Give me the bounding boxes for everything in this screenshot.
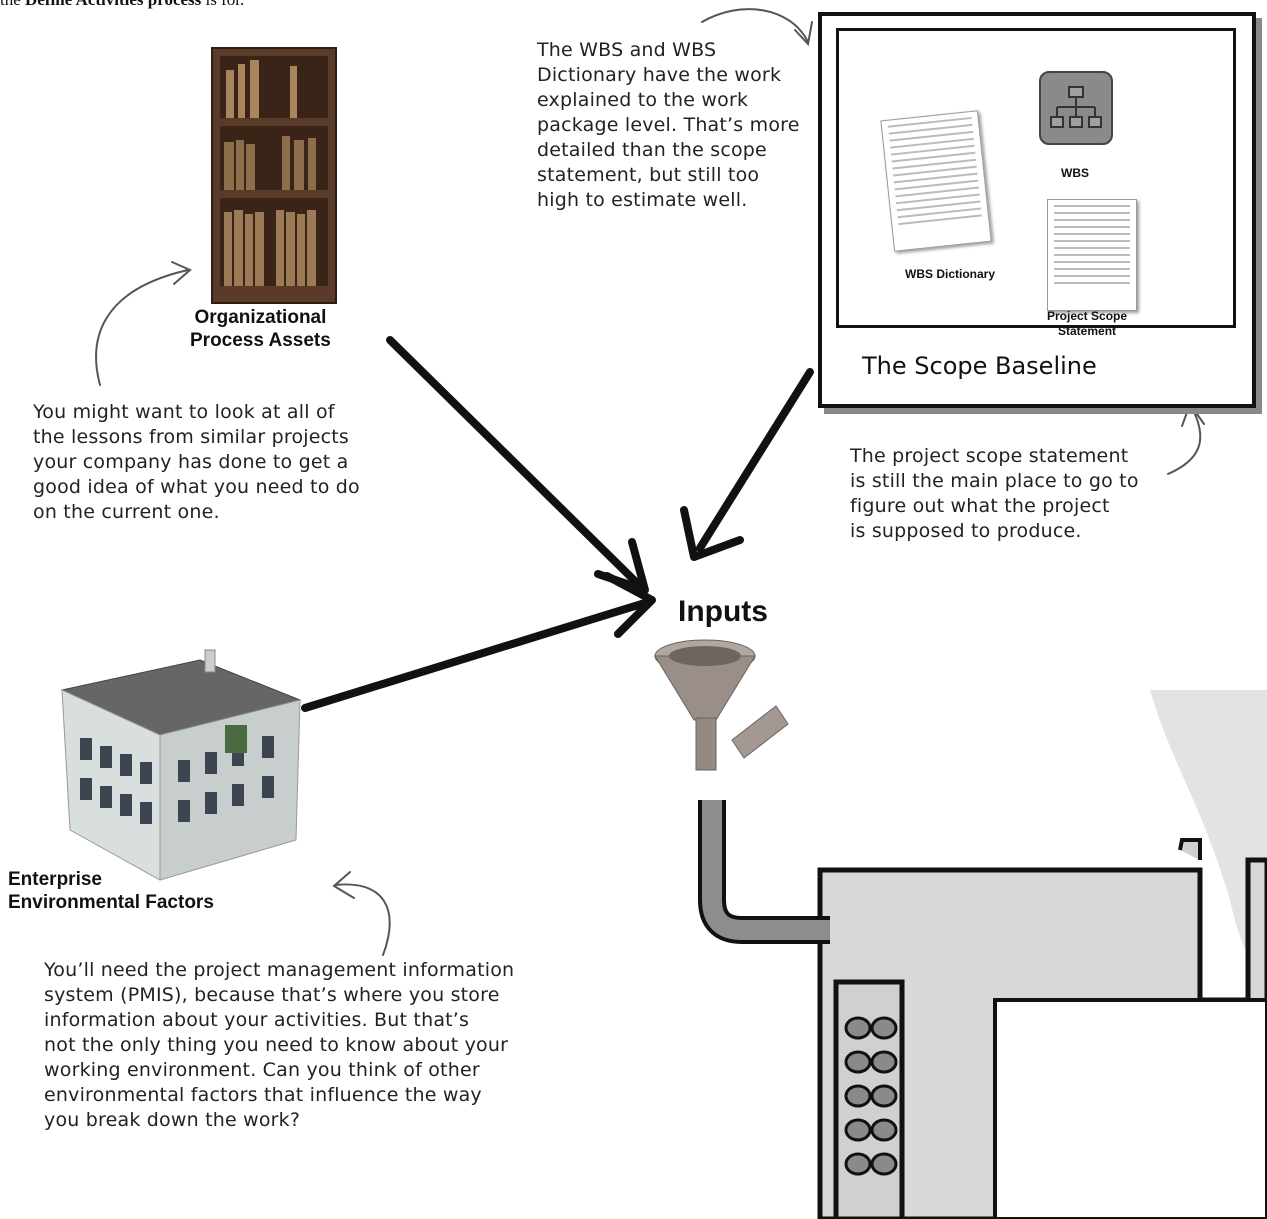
wbs-dictionary-label: WBS Dictionary	[905, 267, 995, 281]
note-oa-line: the lessons from similar projects	[33, 425, 373, 450]
enterprise-environmental-factors-label: Enterprise Environmental Factors	[8, 868, 214, 914]
pss-line-2: Statement	[1047, 324, 1127, 339]
note-scope-statement: The project scope statement is still the…	[850, 444, 1190, 544]
note-ef-line: you break down the work?	[44, 1108, 564, 1133]
scope-baseline-frame: WBS WBS Dictionary Project Scope Stateme…	[818, 12, 1256, 408]
scope-baseline-inner: WBS WBS Dictionary Project Scope Stateme…	[836, 28, 1236, 328]
note-wbs-line: explained to the work	[537, 88, 827, 113]
label-line-process-assets: Process Assets	[190, 329, 331, 352]
note-ef-line: information about your activities. But t…	[44, 1008, 564, 1033]
organizational-process-assets-label: Organizational Process Assets	[190, 306, 331, 352]
note-ef-line: not the only thing you need to know abou…	[44, 1033, 564, 1058]
label-line-enterprise: Enterprise	[8, 868, 214, 891]
note-wbs-line: high to estimate well.	[537, 188, 827, 213]
project-scope-statement-document	[1047, 199, 1137, 311]
wbs-folder-icon	[1039, 71, 1113, 145]
note-scope-line: is still the main place to go to	[850, 469, 1190, 494]
wbs-tree-icon	[1041, 73, 1111, 143]
project-scope-statement-label: Project Scope Statement	[1047, 309, 1127, 339]
note-oa-line: your company has done to get a	[33, 450, 373, 475]
note-wbs-line: Dictionary have the work	[537, 63, 827, 88]
bookshelf-icon	[212, 48, 336, 303]
note-wbs: The WBS and WBS Dictionary have the work…	[537, 38, 827, 213]
building-icon	[62, 650, 300, 880]
note-ef-line: working environment. Can you think of ot…	[44, 1058, 564, 1083]
funnel-icon	[655, 640, 788, 770]
note-ef-line: system (PMIS), because that’s where you …	[44, 983, 564, 1008]
note-organizational-assets: You might want to look at all of the les…	[33, 400, 373, 525]
note-oa-line: You might want to look at all of	[33, 400, 373, 425]
note-scope-line: is supposed to produce.	[850, 519, 1190, 544]
note-wbs-line: package level. That’s more	[537, 113, 827, 138]
scope-baseline-title: The Scope Baseline	[862, 352, 1097, 380]
inputs-label: Inputs	[678, 594, 768, 630]
note-wbs-line: detailed than the scope	[537, 138, 827, 163]
note-ef-line: environmental factors that influence the…	[44, 1083, 564, 1108]
note-oa-line: good idea of what you need to do	[33, 475, 373, 500]
note-wbs-line: The WBS and WBS	[537, 38, 827, 63]
pss-line-1: Project Scope	[1047, 309, 1127, 324]
note-oa-line: on the current one.	[33, 500, 373, 525]
label-line-organizational: Organizational	[190, 306, 331, 329]
wbs-label: WBS	[1061, 166, 1089, 180]
factory-icon	[712, 690, 1267, 1219]
note-scope-line: The project scope statement	[850, 444, 1190, 469]
note-ef-line: You’ll need the project management infor…	[44, 958, 564, 983]
note-scope-line: figure out what the project	[850, 494, 1190, 519]
wbs-dictionary-document	[880, 110, 991, 252]
label-line-environmental-factors: Environmental Factors	[8, 891, 214, 914]
note-wbs-line: statement, but still too	[537, 163, 827, 188]
note-environmental-factors: You’ll need the project management infor…	[44, 958, 564, 1133]
